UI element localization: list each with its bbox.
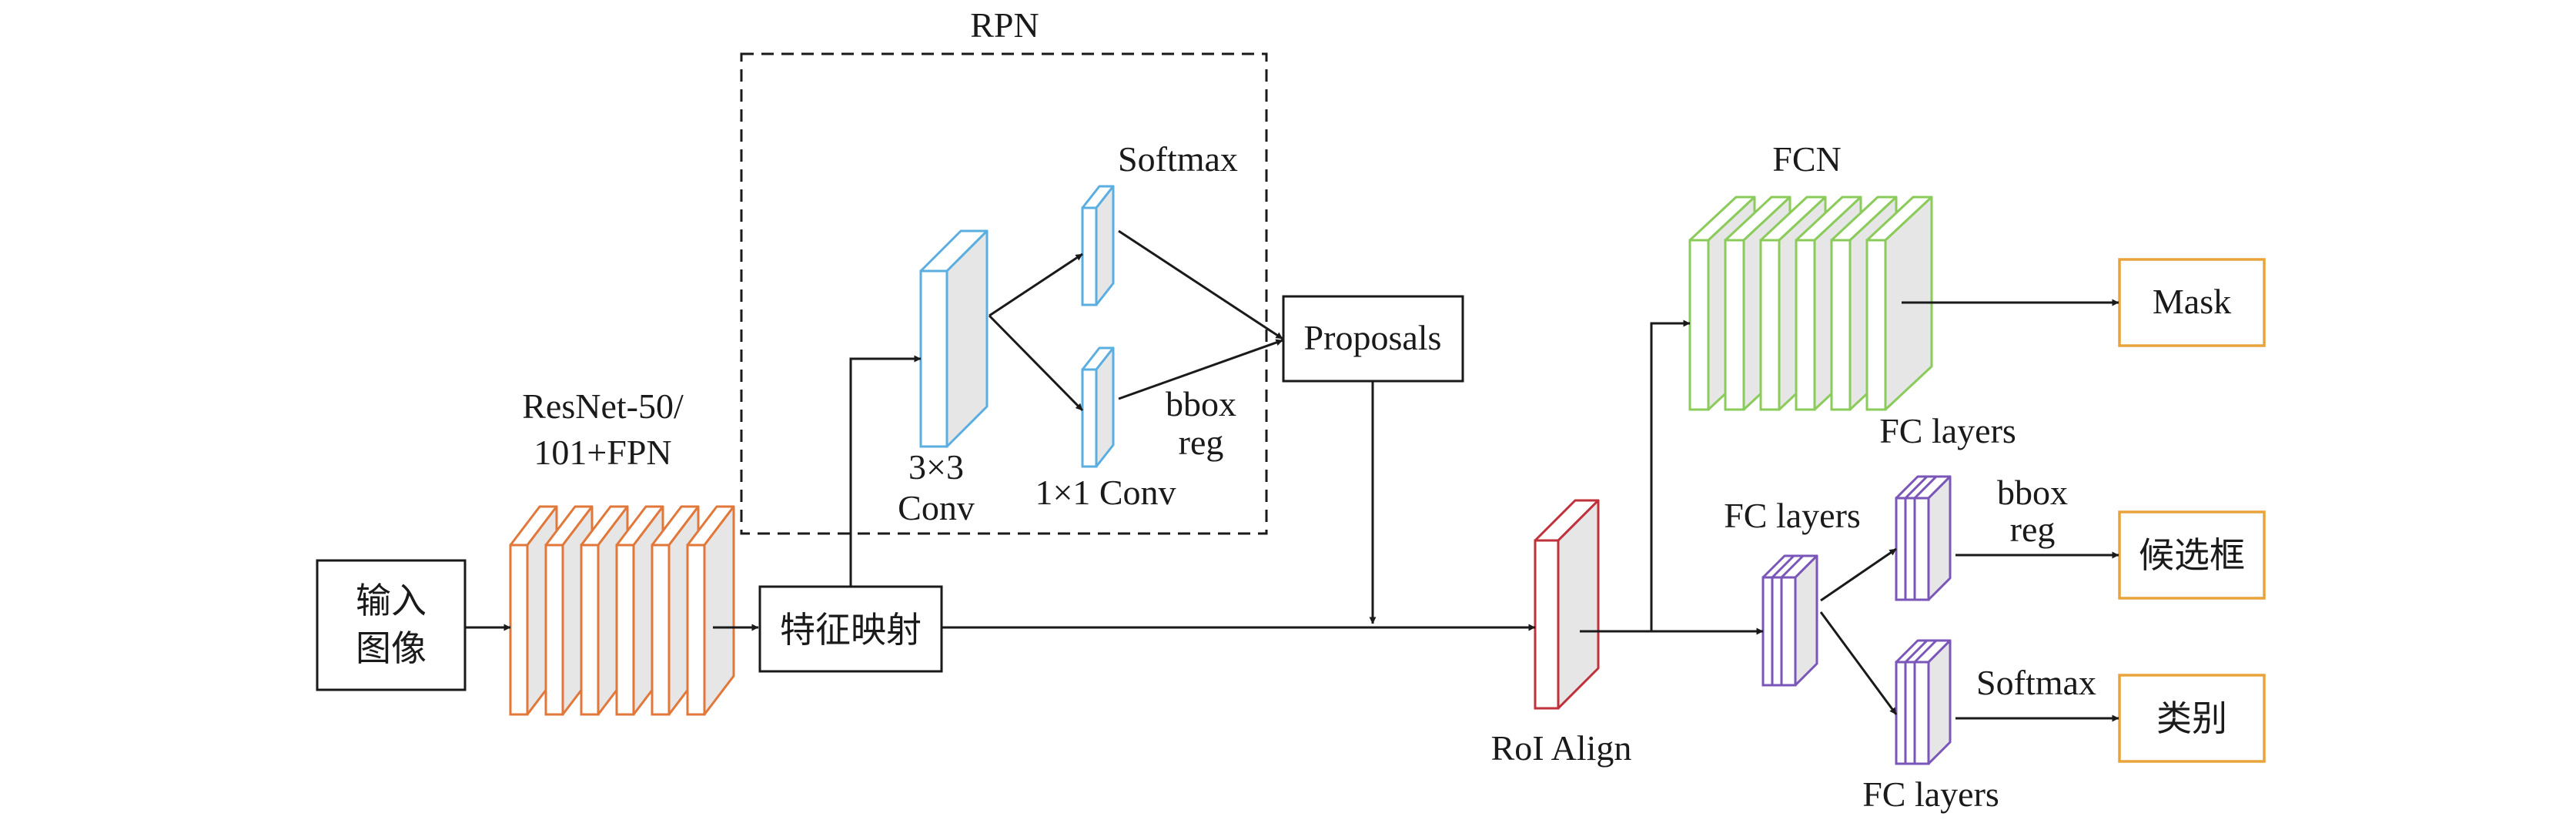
rpn-region <box>740 52 1268 535</box>
boxes-output-box <box>2118 510 2266 600</box>
rpn-bbox-label-line2: reg <box>1179 423 1224 462</box>
rpn-conv1-label: 1×1 Conv <box>1035 473 1176 512</box>
proposals-box <box>1282 295 1464 383</box>
heads-softmax-label: Softmax <box>1976 663 2096 702</box>
rpn-reg-slab-1 <box>1081 346 1115 468</box>
rpn-conv3-label-line1: 3×3 <box>908 447 964 487</box>
input-label-line1: 输入 <box>356 580 427 621</box>
fc-layers-top-label: FC layers <box>1879 411 2016 450</box>
fcn-stack <box>1688 196 1933 411</box>
fc-bbox-slab-3 <box>1913 475 1952 601</box>
rpn-bbox-label-line1: bbox <box>1166 384 1236 423</box>
fc-layers-bottom-label: FC layers <box>1862 774 1999 814</box>
backbone-slab-6 <box>686 505 735 716</box>
fc-layers-bbox-block <box>1895 475 1952 601</box>
rpn-bbox-block <box>1081 346 1115 468</box>
backbone-label-line2: 101+FPN <box>534 433 671 472</box>
backbone-label-line1: ResNet-50/ <box>522 386 684 426</box>
fc-layers-class-block <box>1895 639 1952 765</box>
edge-feature-map-to-rpn <box>849 355 922 587</box>
heads-bbox-label-line1: bbox <box>1997 473 2068 512</box>
rpn-conv3-label-line2: Conv <box>898 488 975 527</box>
input-image-box <box>316 559 467 691</box>
heads-bbox-label-line2: reg <box>2010 510 2056 549</box>
proposals-label: Proposals <box>1304 318 1442 357</box>
rpn-softmax-block <box>1081 185 1115 306</box>
mask-output-label: Mask <box>2153 282 2231 321</box>
edge-rpn-conv-to-cls <box>989 253 1083 317</box>
backbone-feature-stack <box>509 505 735 716</box>
classes-output-box <box>2118 674 2266 763</box>
rpn-conv3x3-block <box>919 229 989 448</box>
rpn-title: RPN <box>970 5 1039 45</box>
edge-fc-to-class-fc <box>1819 611 1898 715</box>
input-label-line2: 图像 <box>356 627 427 669</box>
fc-layers-shared-block <box>1761 554 1818 687</box>
fc-layers-left-label: FC layers <box>1724 496 1861 535</box>
feature-map-label: 特征映射 <box>780 609 922 651</box>
edge-roi-to-fcn <box>1650 319 1691 631</box>
boxes-output-label: 候选框 <box>2139 534 2245 576</box>
fc-shared-slab-3 <box>1780 554 1818 687</box>
roi-align-slab-1 <box>1534 499 1600 710</box>
edge-cls-to-proposals <box>1118 229 1283 340</box>
roi-align-block <box>1534 499 1600 710</box>
edge-rpn-conv-to-reg <box>988 314 1084 412</box>
edge-reg-to-proposals <box>1118 339 1283 400</box>
rpn-cls-slab-1 <box>1081 185 1115 306</box>
edge-fc-to-bbox-fc <box>1820 547 1897 602</box>
classes-output-label: 类别 <box>2156 698 2227 739</box>
rpn-conv3x3-slab-1 <box>919 229 989 448</box>
fcn-label: FCN <box>1772 139 1841 179</box>
rpn-softmax-label: Softmax <box>1118 139 1238 179</box>
mask-output-box <box>2118 258 2266 347</box>
roi-align-label: RoI Align <box>1491 728 1632 768</box>
fc-class-slab-3 <box>1913 639 1952 765</box>
